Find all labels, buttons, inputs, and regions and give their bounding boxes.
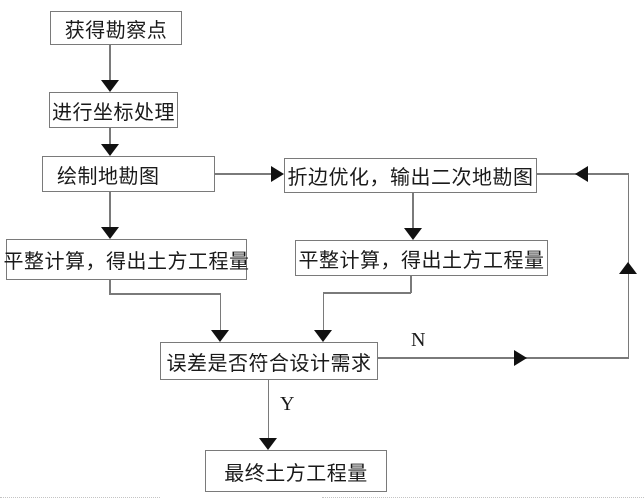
node-calc-left: 平整计算，得出土方工程量 [3, 239, 250, 280]
arrowhead-down-icon [101, 227, 119, 239]
node-coord-process-label: 进行坐标处理 [52, 101, 175, 124]
connector-calcleft-check-seg1 [109, 280, 111, 294]
node-coord-process: 进行坐标处理 [49, 92, 178, 128]
node-final-label: 最终土方工程量 [224, 462, 368, 485]
node-calc-right: 平整计算，得出土方工程量 [295, 240, 548, 276]
arrowhead-down-icon [404, 228, 422, 240]
connector-calcleft-check-seg3 [219, 293, 221, 332]
connector-drawmap-calcleft [109, 192, 111, 229]
connector-calcright-check-seg2 [323, 292, 411, 294]
node-optimize-label: 折边优化，输出二次地勘图 [287, 167, 534, 189]
arrowhead-right-icon [271, 166, 284, 182]
arrowhead-down-icon [211, 330, 229, 342]
edge-label-no: N [411, 329, 426, 351]
connector-calcright-check-seg1 [410, 276, 412, 293]
bottom-left-divider [0, 497, 160, 498]
connector-calcright-check-seg3 [322, 292, 324, 332]
connector-no-loop-bottom [378, 357, 629, 359]
arrowhead-up-icon [619, 262, 637, 274]
arrowhead-down-icon [259, 438, 277, 450]
arrowhead-left-icon [575, 166, 588, 182]
bottom-right-divider [322, 497, 644, 498]
connector-drawmap-optimize [215, 173, 273, 175]
node-check: 误差是否符合设计需求 [160, 342, 378, 380]
node-draw-map-label: 绘制地勘图 [57, 165, 160, 188]
connector-coord-drawmap [109, 128, 111, 146]
node-draw-map: 绘制地勘图 [42, 156, 215, 192]
connector-optimize-calcright [412, 193, 414, 230]
connector-calcleft-check-seg2 [109, 293, 221, 295]
edge-label-yes: Y [280, 393, 295, 415]
node-calc-left-label: 平整计算，得出土方工程量 [3, 251, 250, 273]
connector-getpoints-coord [109, 45, 111, 83]
arrowhead-down-icon [101, 144, 119, 156]
node-optimize: 折边优化，输出二次地勘图 [284, 158, 537, 193]
node-check-label: 误差是否符合设计需求 [166, 352, 372, 375]
node-calc-right-label: 平整计算，得出土方工程量 [298, 249, 545, 272]
arrowhead-down-icon [314, 330, 332, 342]
node-final: 最终土方工程量 [205, 450, 387, 492]
arrowhead-down-icon [101, 80, 119, 92]
arrowhead-right-icon [514, 350, 527, 366]
node-get-points-label: 获得勘察点 [64, 19, 168, 42]
node-get-points: 获得勘察点 [50, 11, 182, 45]
connector-check-final [267, 380, 269, 439]
